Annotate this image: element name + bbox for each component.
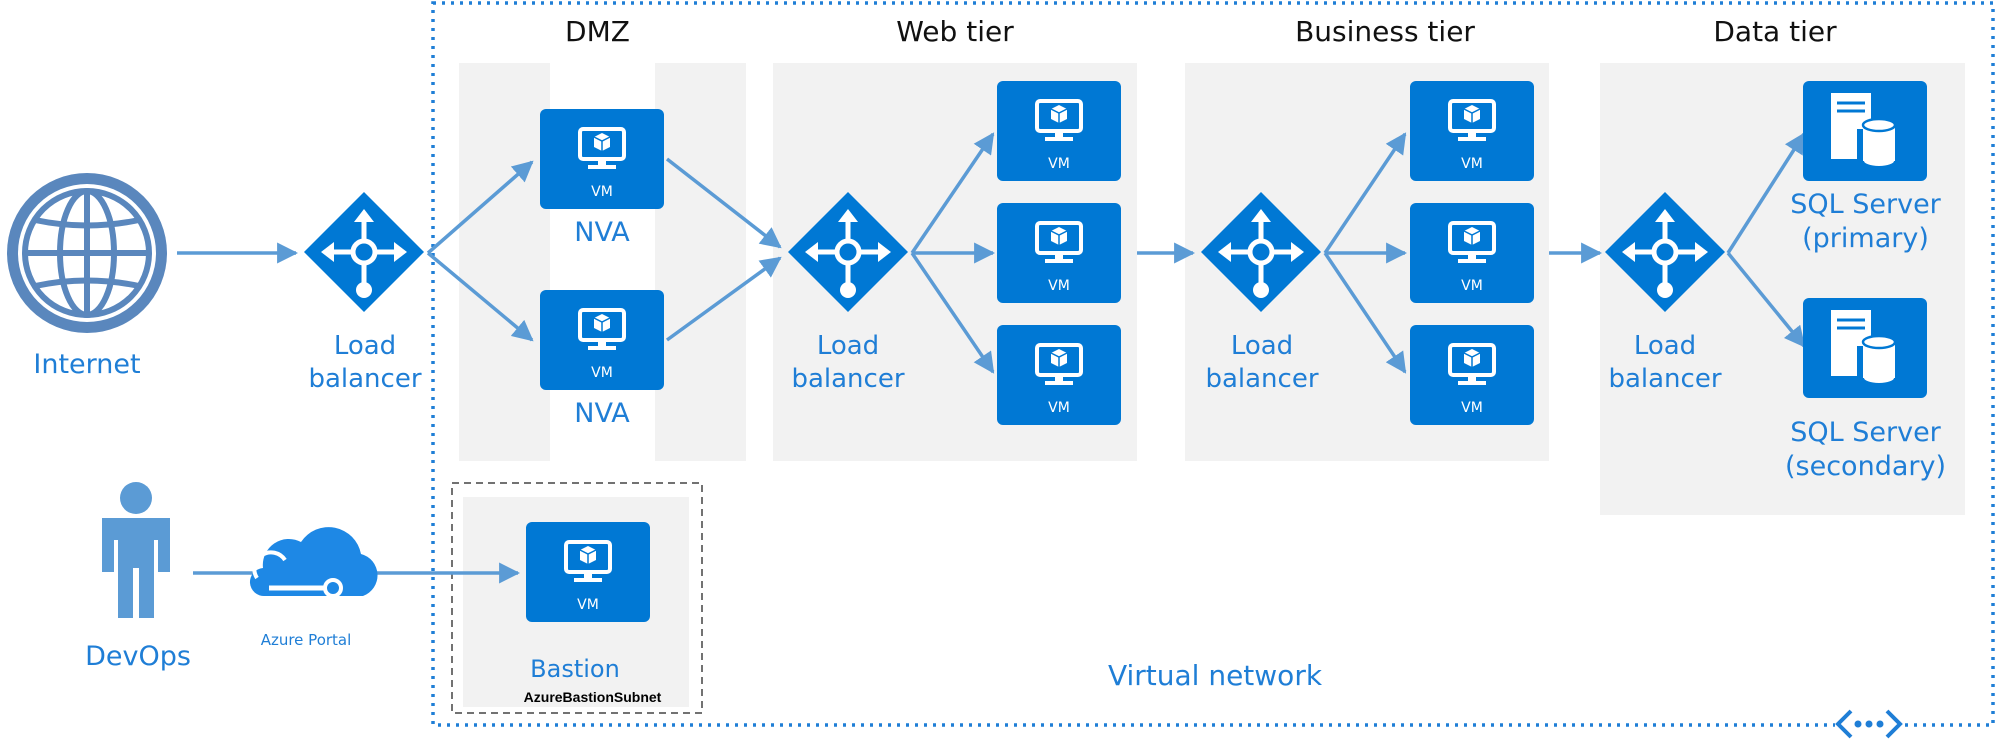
sql-primary-icon — [1801, 79, 1929, 183]
internet-label: Internet — [33, 349, 141, 380]
nva-label: NVA — [574, 398, 630, 429]
load-balancer-label: Load balancer — [300, 330, 430, 395]
virtual-network-label: Virtual network — [1107, 659, 1323, 692]
vm-caption: VM — [1048, 156, 1070, 172]
vm-caption: VM — [1048, 400, 1070, 416]
connector-weblb-vm1 — [910, 132, 995, 254]
load-balancer-label: Load balancer — [783, 330, 913, 395]
sql-secondary-label: SQL Server (secondary) — [1778, 416, 1953, 484]
devops-label: DevOps — [85, 641, 191, 672]
connector-datalb-sql1 — [1726, 132, 1806, 254]
globe-icon — [7, 173, 167, 333]
vm-caption: VM — [591, 365, 613, 381]
load-balancer-label-line2: balancer — [308, 363, 422, 394]
connector-datalb-sql2 — [1726, 251, 1806, 348]
connector-lb-nva1 — [426, 160, 534, 255]
bastion-subnet-boundary — [451, 482, 703, 714]
dmz-panel-left — [459, 63, 550, 461]
sql-primary-label-line2: (primary) — [1802, 222, 1929, 254]
vm-caption: VM — [577, 597, 599, 613]
connector-lb-nva2 — [426, 251, 534, 342]
load-balancer-label-line1: Load — [1633, 331, 1697, 361]
connector-nva2-weblb — [665, 256, 782, 342]
sql-secondary-label-line1: SQL Server — [1790, 417, 1941, 448]
sql-primary-label-line1: SQL Server — [1790, 189, 1941, 220]
vm-caption: VM — [591, 184, 613, 200]
virtual-network-boundary — [431, 1, 1995, 727]
azure-portal-label: Azure Portal — [260, 631, 352, 649]
load-balancer-label-line2: balancer — [1205, 363, 1319, 394]
connector-bizlb-vm3 — [1323, 252, 1407, 374]
sql-secondary-label-line2: (secondary) — [1785, 450, 1946, 482]
load-balancer-label-line2: balancer — [791, 363, 905, 394]
load-balancer-label-line1: Load — [333, 331, 397, 361]
connector-nva1-weblb — [665, 157, 782, 249]
sql-primary-label: SQL Server (primary) — [1778, 188, 1953, 256]
bastion-label: Bastion — [530, 655, 620, 683]
vm-caption: VM — [1461, 400, 1483, 416]
vm-caption: VM — [1461, 156, 1483, 172]
tier-title-web: Web tier — [896, 15, 1014, 48]
load-balancer-label: Load balancer — [1600, 330, 1730, 395]
connectors — [177, 132, 1806, 584]
connector-bizlb-vm1 — [1323, 132, 1407, 254]
connector-weblb-vm3 — [910, 252, 995, 374]
vm-caption: VM — [1048, 278, 1070, 294]
sql-secondary-icon — [1801, 296, 1929, 400]
person-icon — [102, 482, 170, 618]
dmz-panel-right — [655, 63, 746, 461]
load-balancer-label-line1: Load — [816, 331, 880, 361]
tier-title-data: Data tier — [1713, 15, 1837, 48]
tier-title-business: Business tier — [1295, 15, 1475, 48]
cloud-icon — [249, 527, 378, 598]
load-balancer-label-line1: Load — [1230, 331, 1294, 361]
internet-load-balancer-icon — [304, 192, 424, 312]
tier-title-dmz: DMZ — [565, 15, 630, 48]
bastion-subnet-label: AzureBastionSubnet — [523, 689, 662, 705]
nva-label: NVA — [574, 217, 630, 248]
load-balancer-label-line2: balancer — [1608, 363, 1722, 394]
vm-caption: VM — [1461, 278, 1483, 294]
load-balancer-label: Load balancer — [1197, 330, 1327, 395]
virtual-network-icon — [1835, 708, 1903, 740]
